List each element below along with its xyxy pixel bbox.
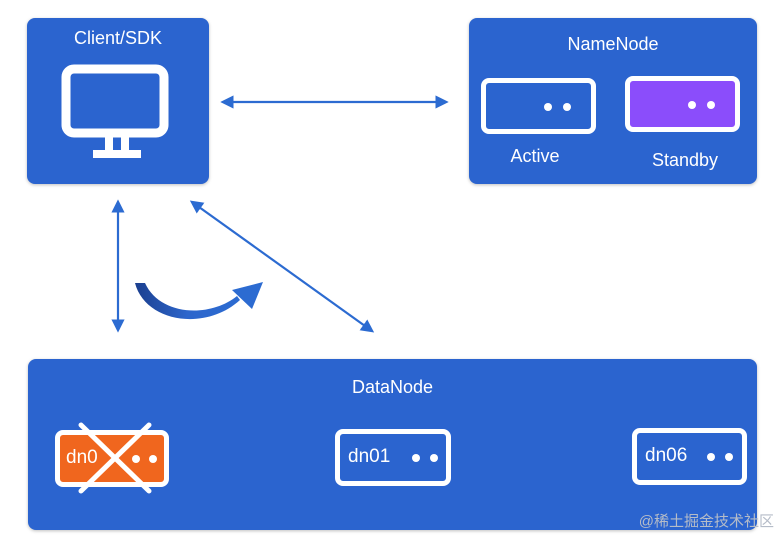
watermark: @稀土掘金技术社区: [638, 513, 774, 530]
retry-curved-arrow-icon: [135, 282, 263, 320]
active-label: Active: [510, 146, 560, 166]
datanode-label: dn0: [66, 447, 98, 468]
status-dot: [412, 454, 420, 462]
datanode-dn01-icon: dn01: [335, 429, 451, 486]
status-dot: [707, 101, 715, 109]
status-dot: [132, 455, 140, 463]
standby-label: Standby: [651, 150, 719, 170]
client-sdk-box: Client/SDK: [27, 18, 209, 184]
datanode-dn06-icon: dn06: [632, 428, 747, 485]
namenode-title: NameNode: [567, 34, 659, 54]
standby-server-icon: [625, 76, 740, 132]
monitor-icon: [61, 64, 169, 158]
client-sdk-title: Client/SDK: [73, 28, 163, 48]
status-dot: [430, 454, 438, 462]
status-dot: [544, 103, 552, 111]
datanode-box: DataNode dn0 dn01 dn06: [28, 359, 757, 530]
status-dot: [707, 453, 715, 461]
active-server-icon: [481, 78, 596, 134]
client-datanode-diagonal-arrow: [189, 200, 375, 333]
status-dot: [563, 103, 571, 111]
datanode-label: dn01: [348, 446, 391, 467]
datanode-label: dn06: [645, 445, 688, 466]
status-dot: [688, 101, 696, 109]
status-dot: [149, 455, 157, 463]
datanode-title: DataNode: [351, 377, 434, 397]
namenode-box: NameNode Active Standby: [469, 18, 757, 184]
x-mark-icon: [78, 422, 152, 494]
status-dot: [725, 453, 733, 461]
